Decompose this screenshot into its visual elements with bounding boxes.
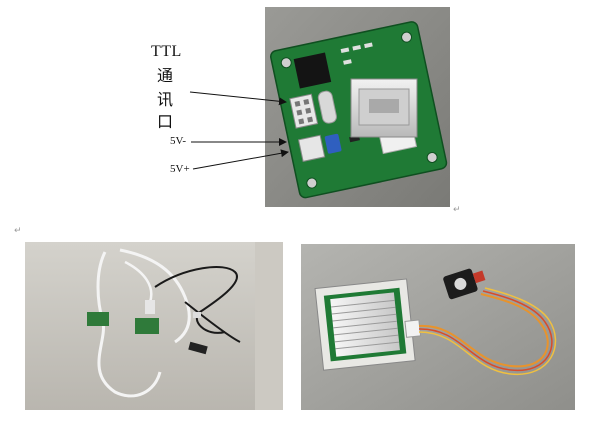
paragraph-mark: ↵ [453,205,461,215]
v5-plus-arrow [192,149,289,170]
v5-plus-label: 5V+ [170,163,190,175]
sensor-module [443,268,486,300]
comm-port-char-3: 口 [157,112,174,131]
v5-minus-label: 5V- [170,135,187,147]
heatsink-board [314,278,422,371]
pcb-photo [265,7,450,207]
usb-connector [350,78,418,138]
heatsink-sensor-photo [301,244,575,410]
comm-port-char-1: 通 [157,66,174,85]
comm-port-char-2: 讯 [157,90,174,109]
ttl-arrow [189,91,287,106]
paragraph-mark: ↵ [14,226,22,236]
ttl-label: TTL [151,43,182,60]
cable-modules-photo [25,242,283,410]
